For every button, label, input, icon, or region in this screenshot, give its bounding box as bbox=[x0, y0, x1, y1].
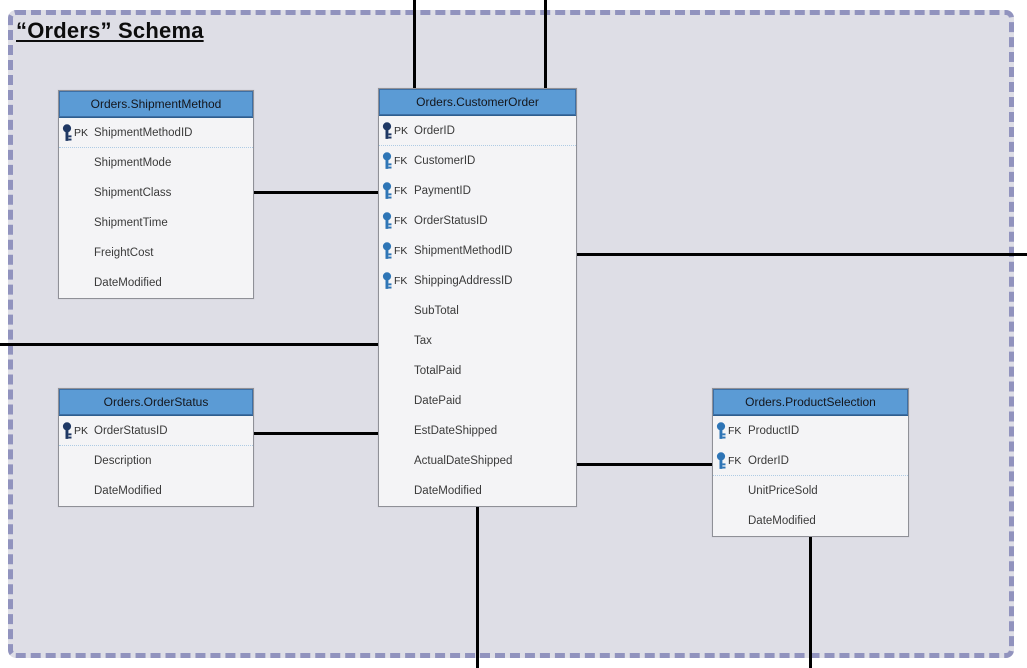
primary-key-icon: PK bbox=[379, 121, 414, 140]
connector-orderstatus-customerorder bbox=[250, 432, 382, 435]
connector-top-1 bbox=[413, 0, 416, 92]
column-name: ProductID bbox=[748, 425, 800, 437]
table-header: Orders.ShipmentMethod bbox=[59, 91, 253, 118]
column-name: Description bbox=[94, 455, 152, 467]
column-row: DateModified bbox=[59, 476, 253, 506]
key-type-label: FK bbox=[394, 185, 408, 197]
column-name: CustomerID bbox=[414, 155, 476, 167]
column-name: DateModified bbox=[94, 277, 162, 289]
table-orders-orderstatus[interactable]: Orders.OrderStatus PK OrderStatusID Descri… bbox=[58, 388, 254, 507]
column-row: FK ProductID bbox=[713, 416, 908, 446]
column-row: UnitPriceSold bbox=[713, 476, 908, 506]
table-title: Orders.ProductSelection bbox=[745, 395, 876, 409]
connector-customerorder-bottom-edge bbox=[476, 500, 479, 668]
connector-customerorder-productselection bbox=[573, 463, 716, 466]
key-type-label: FK bbox=[394, 155, 408, 167]
column-row: FK OrderID bbox=[713, 446, 908, 476]
column-name: ShipmentTime bbox=[94, 217, 168, 229]
column-row: ActualDateShipped bbox=[379, 446, 576, 476]
column-row: FK OrderStatusID bbox=[379, 206, 576, 236]
column-name: OrderID bbox=[748, 454, 789, 467]
column-row: ShipmentMode bbox=[59, 148, 253, 178]
column-name: OrderStatusID bbox=[414, 215, 488, 227]
column-row: PK OrderStatusID bbox=[59, 416, 253, 446]
column-row: Description bbox=[59, 446, 253, 476]
foreign-key-icon: FK bbox=[379, 152, 414, 170]
column-row: FK ShipmentMethodID bbox=[379, 236, 576, 266]
foreign-key-icon: FK bbox=[379, 182, 414, 200]
table-orders-shipmentmethod[interactable]: Orders.ShipmentMethod PK ShipmentMethodID… bbox=[58, 90, 254, 299]
column-row: Tax bbox=[379, 326, 576, 356]
column-name: UnitPriceSold bbox=[748, 485, 818, 497]
connector-customerorder-right-edge bbox=[573, 253, 1027, 256]
column-row: TotalPaid bbox=[379, 356, 576, 386]
column-name: DateModified bbox=[94, 485, 162, 497]
column-name: ShipmentMethodID bbox=[94, 126, 193, 139]
column-row: SubTotal bbox=[379, 296, 576, 326]
table-orders-productselection[interactable]: Orders.ProductSelection FK ProductID FK Ord… bbox=[712, 388, 909, 537]
foreign-key-icon: FK bbox=[379, 212, 414, 230]
key-type-label: FK bbox=[394, 275, 408, 287]
table-header: Orders.ProductSelection bbox=[713, 389, 908, 416]
key-type-label: FK bbox=[394, 245, 408, 257]
schema-title: “Orders” Schema bbox=[16, 18, 204, 43]
column-name: PaymentID bbox=[414, 185, 471, 197]
column-name: Tax bbox=[414, 335, 432, 347]
foreign-key-icon: FK bbox=[379, 242, 414, 260]
key-type-label: PK bbox=[394, 124, 409, 137]
column-row: EstDateShipped bbox=[379, 416, 576, 446]
foreign-key-icon: FK bbox=[379, 272, 414, 290]
table-header: Orders.CustomerOrder bbox=[379, 89, 576, 116]
column-name: EstDateShipped bbox=[414, 425, 498, 437]
foreign-key-icon: FK bbox=[713, 422, 748, 440]
key-type-label: PK bbox=[74, 424, 89, 437]
column-name: FreightCost bbox=[94, 247, 154, 259]
table-header: Orders.OrderStatus bbox=[59, 389, 253, 416]
column-row: DateModified bbox=[59, 268, 253, 298]
foreign-key-icon: FK bbox=[713, 451, 748, 470]
column-name: DateModified bbox=[748, 515, 816, 527]
column-row: FreightCost bbox=[59, 238, 253, 268]
column-name: SubTotal bbox=[414, 305, 459, 317]
column-name: ShippingAddressID bbox=[414, 275, 513, 287]
table-orders-customerorder[interactable]: Orders.CustomerOrder PK OrderID FK Customer… bbox=[378, 88, 577, 507]
column-row: FK PaymentID bbox=[379, 176, 576, 206]
column-name: TotalPaid bbox=[414, 365, 462, 377]
column-row: ShipmentTime bbox=[59, 208, 253, 238]
connector-productselection-bottom-edge bbox=[809, 530, 812, 668]
column-name: DateModified bbox=[414, 485, 482, 497]
key-type-label: FK bbox=[728, 425, 742, 437]
connector-left-edge-customerorder bbox=[0, 343, 382, 346]
column-name: OrderID bbox=[414, 124, 455, 137]
table-title: Orders.CustomerOrder bbox=[416, 95, 539, 109]
column-row: FK ShippingAddressID bbox=[379, 266, 576, 296]
table-title: Orders.ShipmentMethod bbox=[90, 97, 222, 111]
column-name: ActualDateShipped bbox=[414, 455, 513, 467]
column-row: PK ShipmentMethodID bbox=[59, 118, 253, 148]
column-name: DatePaid bbox=[414, 395, 462, 407]
column-row: DatePaid bbox=[379, 386, 576, 416]
primary-key-icon: PK bbox=[59, 123, 94, 142]
key-type-label: FK bbox=[394, 215, 408, 227]
column-name: ShipmentMode bbox=[94, 157, 172, 169]
column-row: DateModified bbox=[379, 476, 576, 506]
table-columns: PK OrderID FK CustomerID FK PaymentID FK OrderS… bbox=[379, 116, 576, 506]
column-name: OrderStatusID bbox=[94, 424, 168, 437]
key-type-label: PK bbox=[74, 126, 89, 139]
column-row: DateModified bbox=[713, 506, 908, 536]
column-row: PK OrderID bbox=[379, 116, 576, 146]
column-row: ShipmentClass bbox=[59, 178, 253, 208]
column-name: ShipmentClass bbox=[94, 187, 172, 199]
column-row: FK CustomerID bbox=[379, 146, 576, 176]
connector-top-2 bbox=[544, 0, 547, 92]
column-name: ShipmentMethodID bbox=[414, 245, 513, 257]
key-type-label: FK bbox=[728, 454, 742, 467]
primary-key-icon: PK bbox=[59, 421, 94, 440]
table-title: Orders.OrderStatus bbox=[103, 395, 209, 409]
connector-shipmentmethod-customerorder bbox=[250, 191, 382, 194]
